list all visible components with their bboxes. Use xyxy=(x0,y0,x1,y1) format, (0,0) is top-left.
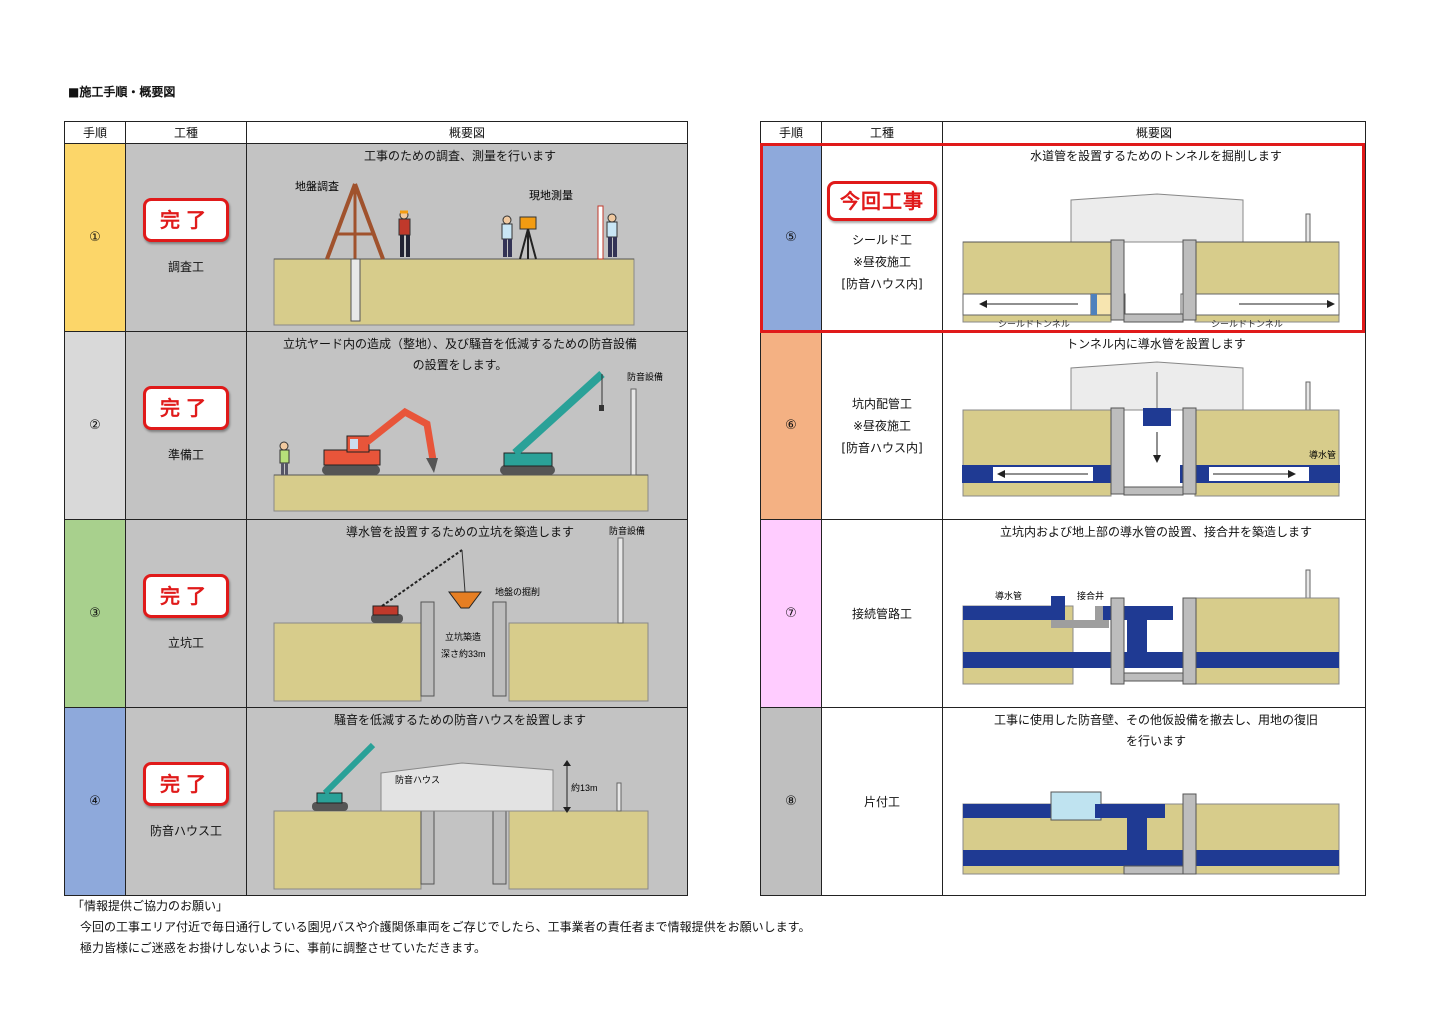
table-row: ⑤ 今回工事 シールド工 ※昼夜施工 [防音ハウス内] 水道管を設置するためのト… xyxy=(760,143,1366,332)
diagram-cell: 騒音を低減するための防音ハウスを設置します 防音ハウス 約13m xyxy=(246,707,688,896)
preparation-diagram: 防音設備 xyxy=(273,371,663,512)
header-diagram: 概要図 xyxy=(942,121,1366,144)
footer-line: 今回の工事エリア付近で毎日通行している園児バスや介護関係車両をご存じでしたら、工… xyxy=(80,920,811,934)
procedure-table-left: 手順 工種 概要図 ① 完了 調査工 工事のための調査、測量を行います xyxy=(64,121,688,896)
table-row: ③ 完了 立坑工 導水管を設置するための立坑を築造します xyxy=(64,519,688,708)
table-row: ⑧ 片付工 工事に使用した防音壁、その他仮設備を撤去し、用地の復旧を行います xyxy=(760,707,1366,896)
work-type-label: 坑内配管工 xyxy=(851,396,912,411)
diagram-cell: 工事のための調査、測量を行います xyxy=(246,143,688,332)
diagram-label: シールドトンネル xyxy=(998,319,1070,329)
diagram-label: 防音設備 xyxy=(627,371,663,382)
work-type-label: 準備工 xyxy=(167,447,204,462)
table-row: ① 完了 調査工 工事のための調査、測量を行います xyxy=(64,143,688,332)
step-number-cell: ⑤ xyxy=(760,143,822,332)
table-header-row: 手順 工種 概要図 xyxy=(64,121,688,144)
step-description: 工事に使用した防音壁、その他仮設備を撤去し、用地の復旧を行います xyxy=(993,713,1318,748)
diagram-label: 導水管 xyxy=(995,590,1022,601)
work-note: ※昼夜施工 xyxy=(852,254,912,269)
diagram-label: 地盤調査 xyxy=(295,179,339,193)
step-number-cell: ② xyxy=(64,331,126,520)
work-type-cell: 完了 準備工 xyxy=(125,331,247,520)
work-type-label: 防音ハウス工 xyxy=(149,823,222,838)
header-work: 工種 xyxy=(821,121,943,144)
header-diagram: 概要図 xyxy=(246,121,688,144)
work-type-label: 調査工 xyxy=(167,259,204,274)
diagram-label: 地盤の掘削 xyxy=(495,586,540,597)
step-number-cell: ⑧ xyxy=(760,707,822,896)
step-description: 騒音を低減するための防音ハウスを設置します xyxy=(333,713,586,727)
diagram-label: 立坑築造 xyxy=(445,631,481,642)
cleanup-diagram xyxy=(962,791,1340,875)
step-description: 工事のための調査、測量を行います xyxy=(363,149,556,163)
work-type-cell: 今回工事 シールド工 ※昼夜施工 [防音ハウス内] xyxy=(821,143,943,332)
step-number-cell: ③ xyxy=(64,519,126,708)
diagram-label: 導水管 xyxy=(1309,449,1336,460)
work-type-label: シールド工 xyxy=(851,232,912,247)
done-badge: 完了 xyxy=(143,573,229,618)
done-badge: 完了 xyxy=(143,385,229,430)
step-description: トンネル内に導水管を設置します xyxy=(1066,337,1246,351)
diagram-cell: 導水管を設置するための立坑を築造します 防音設備 地盤の掘削 立坑築造 深さ約3… xyxy=(246,519,688,708)
step-number-cell: ① xyxy=(64,143,126,332)
diagram-cell: 立坑ヤード内の造成（整地）、及び騒音を低減するための防音設備の設置をします。 xyxy=(246,331,688,520)
work-type-label: 立坑工 xyxy=(167,635,204,650)
step-number-cell: ⑥ xyxy=(760,331,822,520)
work-type-cell: 完了 立坑工 xyxy=(125,519,247,708)
page-title: ■施工手順・概要図 xyxy=(68,85,176,99)
diagram-label: 約13m xyxy=(571,782,598,793)
work-type-cell: 完了 調査工 xyxy=(125,143,247,332)
table-header-row: 手順 工種 概要図 xyxy=(760,121,1366,144)
work-location: [防音ハウス内] xyxy=(841,276,923,291)
diagram-cell: 工事に使用した防音壁、その他仮設備を撤去し、用地の復旧を行います xyxy=(942,707,1366,896)
work-type-label: 接続管路工 xyxy=(851,606,912,621)
header-work: 工種 xyxy=(125,121,247,144)
footer-heading: 「情報提供ご協力のお願い」 xyxy=(72,899,229,913)
done-badge: 完了 xyxy=(143,197,229,242)
work-type-cell: 坑内配管工 ※昼夜施工 [防音ハウス内] xyxy=(821,331,943,520)
diagram-label: シールドトンネル xyxy=(1211,319,1283,329)
footer-notice: 「情報提供ご協力のお願い」 今回の工事エリア付近で毎日通行している園児バスや介護… xyxy=(72,896,810,959)
table-row: ④ 完了 防音ハウス工 騒音を低減するための防音ハウスを設置します xyxy=(64,707,688,896)
header-step: 手順 xyxy=(760,121,822,144)
table-row: ⑦ 接続管路工 立坑内および地上部の導水管の設置、接合井を築造します xyxy=(760,519,1366,708)
diagram-cell: 立坑内および地上部の導水管の設置、接合井を築造します 導水管 xyxy=(942,519,1366,708)
diagram-label: 深さ約33m xyxy=(441,648,486,659)
step-description: 立坑ヤード内の造成（整地）、及び騒音を低減するための防音設備の設置をします。 xyxy=(282,337,637,372)
work-note: ※昼夜施工 xyxy=(852,418,912,433)
diagram-cell: 水道管を設置するためのトンネルを掘削します シールドト xyxy=(942,143,1366,332)
shield-tunnel-diagram: シールドトンネル シールドトンネル xyxy=(962,193,1340,329)
step-description: 導水管を設置するための立坑を築造します xyxy=(345,525,574,539)
work-location: [防音ハウス内] xyxy=(841,440,923,455)
shaft-diagram: 防音設備 地盤の掘削 立坑築造 深さ約33m xyxy=(273,525,649,702)
table-row: ⑥ 坑内配管工 ※昼夜施工 [防音ハウス内] トンネル内に導水管を設置します xyxy=(760,331,1366,520)
step-number-cell: ④ xyxy=(64,707,126,896)
connection-pipe-diagram: 導水管 接合井 xyxy=(962,569,1340,685)
work-type-cell: 完了 防音ハウス工 xyxy=(125,707,247,896)
diagram-cell: トンネル内に導水管を設置します xyxy=(942,331,1366,520)
work-type-label: 片付工 xyxy=(863,794,900,809)
step-description: 立坑内および地上部の導水管の設置、接合井を築造します xyxy=(999,525,1312,539)
pipe-laying-diagram: 導水管 xyxy=(962,361,1340,497)
work-type-cell: 片付工 xyxy=(821,707,943,896)
step-description: 水道管を設置するためのトンネルを掘削します xyxy=(1030,149,1282,163)
step-number-cell: ⑦ xyxy=(760,519,822,708)
diagram-label: 現地測量 xyxy=(529,188,573,202)
done-badge: 完了 xyxy=(143,761,229,806)
diagram-label: 防音設備 xyxy=(609,525,645,536)
survey-diagram: 地盤調査 現地測量 xyxy=(273,179,635,326)
table-row: ② 完了 準備工 立坑ヤード内の造成（整地）、及び騒音を低減するための防音設備の… xyxy=(64,331,688,520)
footer-line: 極力皆様にご迷惑をお掛けしないように、事前に調整させていただきます。 xyxy=(80,941,486,955)
procedure-table-right: 手順 工種 概要図 ⑤ 今回工事 シールド工 ※昼夜施工 [防音ハウス内] 水道… xyxy=(760,121,1366,896)
diagram-label: 接合井 xyxy=(1077,590,1104,601)
diagram-label: 防音ハウス xyxy=(395,774,440,785)
work-type-cell: 接続管路工 xyxy=(821,519,943,708)
soundproof-house-diagram: 防音ハウス 約13m xyxy=(273,742,649,890)
current-work-badge: 今回工事 xyxy=(827,180,937,221)
header-step: 手順 xyxy=(64,121,126,144)
